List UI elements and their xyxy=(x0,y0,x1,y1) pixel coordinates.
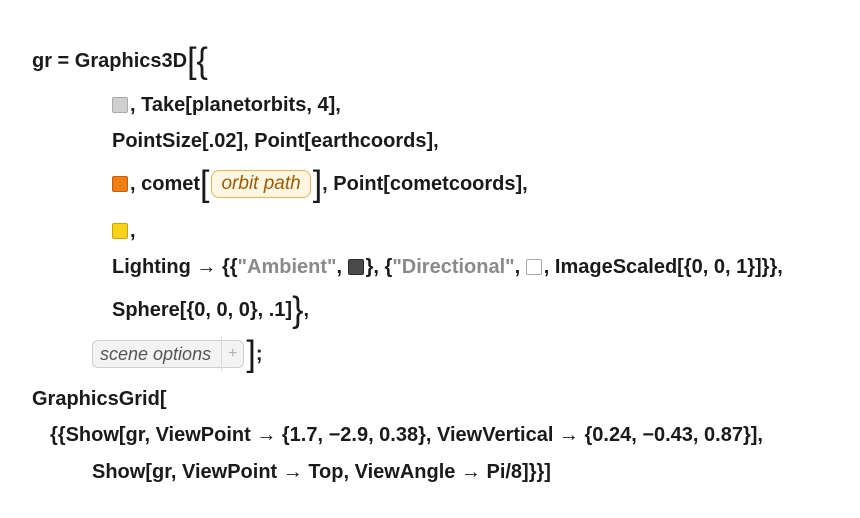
code-line-4: , comet [ orbit path ] , Point[cometcoor… xyxy=(112,164,528,204)
code-line-1: gr = Graphics3D [{ xyxy=(32,41,208,81)
ambient-string: "Ambient" xyxy=(237,256,337,278)
code-line-11: Show[gr, ViewPoint → Top, ViewAngle → Pi… xyxy=(92,455,551,489)
comet-function-text: , comet xyxy=(130,173,201,195)
show-top-text: Show[gr, ViewPoint → Top, ViewAngle → Pi… xyxy=(92,461,551,483)
orange-color-swatch[interactable] xyxy=(112,176,128,192)
graphics3d-assignment: gr = Graphics3D xyxy=(32,50,188,72)
code-line-9: GraphicsGrid[ xyxy=(32,382,166,416)
close-brace: } xyxy=(292,290,304,330)
close-bracket: ] xyxy=(246,334,256,374)
sphere-text: Sphere[{0, 0, 0}, .1] xyxy=(112,299,293,321)
imagescaled-text: , ImageScaled[{0, 0, 1}]}}, xyxy=(543,256,783,278)
pointsize-earth-text: PointSize[.02], Point[earthcoords], xyxy=(112,130,439,152)
code-line-5: , xyxy=(112,214,136,248)
brace-text: }, { xyxy=(365,256,393,278)
code-line-3: PointSize[.02], Point[earthcoords], xyxy=(112,124,439,158)
comma-text: , xyxy=(130,220,136,242)
take-planetorbits-text: , Take[planetorbits, 4], xyxy=(130,94,341,116)
graphicsgrid-text: GraphicsGrid[ xyxy=(32,388,167,410)
plus-icon[interactable]: + xyxy=(221,337,237,371)
orbit-path-placeholder[interactable]: orbit path xyxy=(211,170,311,198)
comma-text: , xyxy=(514,256,526,278)
open-bracket: [{ xyxy=(187,41,208,81)
comet-close-bracket: ] xyxy=(312,164,323,204)
lighting-text: Lighting → {{ xyxy=(112,256,238,278)
yellow-color-swatch[interactable] xyxy=(112,223,128,239)
directional-color-swatch[interactable] xyxy=(525,259,542,275)
code-line-2: , Take[planetorbits, 4], xyxy=(112,88,341,122)
semicolon-text: ; xyxy=(255,343,263,365)
point-cometcoords-text: , Point[cometcoords], xyxy=(322,173,528,195)
ambient-color-swatch[interactable] xyxy=(347,259,364,275)
scene-options-label: scene options xyxy=(100,344,212,364)
code-line-10: {{Show[gr, ViewPoint → {1.7, −2.9, 0.38}… xyxy=(50,418,763,452)
code-line-6: Lighting → {{ "Ambient" , }, { "Directio… xyxy=(112,250,783,284)
comma-text: , xyxy=(336,256,348,278)
comet-open-bracket: [ xyxy=(200,164,210,204)
comma-text: , xyxy=(303,299,309,321)
code-line-7: Sphere[{0, 0, 0}, .1] } , xyxy=(112,290,309,330)
directional-string: "Directional" xyxy=(392,256,515,278)
show-viewpoint-text: {{Show[gr, ViewPoint → {1.7, −2.9, 0.38}… xyxy=(50,424,763,446)
code-line-8: scene options + ] ; xyxy=(92,334,263,374)
lightgray-color-swatch[interactable] xyxy=(112,97,128,113)
scene-options-placeholder[interactable]: scene options + xyxy=(92,337,245,371)
